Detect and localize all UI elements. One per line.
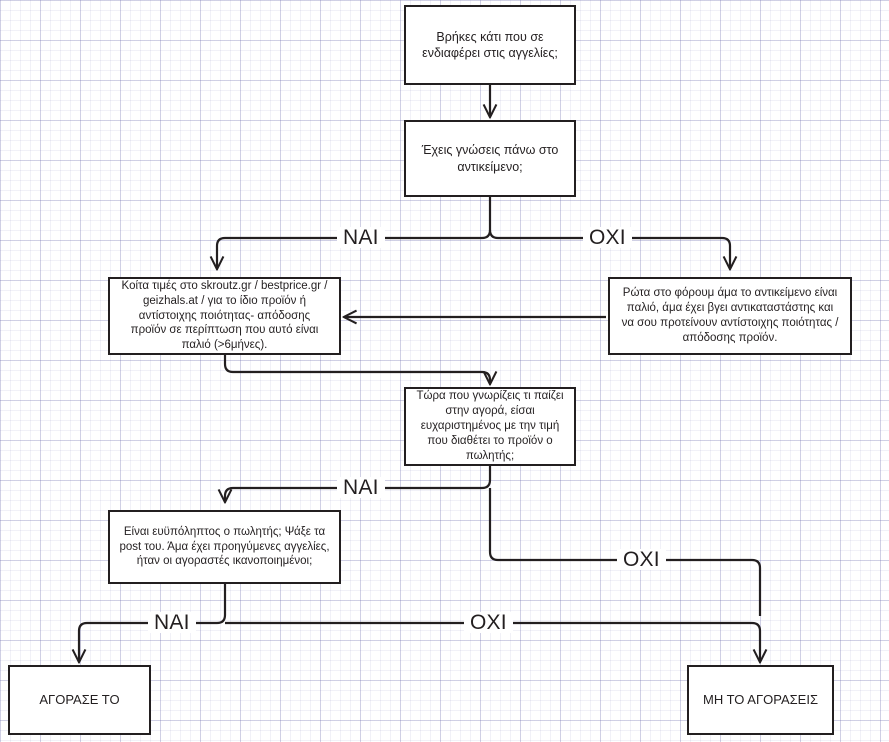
node-compare-prices[interactable]: Κοίτα τιμές στο skroutz.gr / bestprice.g…: [108, 277, 341, 355]
edge-seller-nai-left: [79, 621, 88, 661]
edge-label-knowledge-no: ΟΧΙ: [583, 227, 632, 248]
node-knowledge[interactable]: Έχεις γνώσεις πάνω στο αντικείμενο;: [404, 120, 576, 197]
node-price-satisfaction[interactable]: Τώρα που γνωρίζεις τι παίζει στην αγορά,…: [404, 387, 576, 466]
node-dontbuy-label: ΜΗ ΤΟ ΑΓΟΡΑΣΕΙΣ: [703, 691, 818, 707]
node-seller-reputation[interactable]: Είναι ευϋπόληπτος ο πωλητής; Ψάξε τα pos…: [108, 510, 341, 584]
edge-knowledge-nai-left: [217, 236, 226, 268]
edge-compare-to-price: [223, 355, 490, 383]
node-knowledge-label: Έχεις γνώσεις πάνω στο αντικείμενο;: [421, 143, 559, 174]
node-price-label: Τώρα που γνωρίζεις τι παίζει στην αγορά,…: [416, 390, 564, 462]
node-ask-forum[interactable]: Ρώτα στο φόρουμ άμα το αντικείμενο είναι…: [608, 277, 852, 355]
edge-label-seller-no: ΟΧΙ: [464, 612, 513, 633]
node-buy-label: ΑΓΟΡΑΣΕ ΤΟ: [39, 691, 120, 707]
edge-label-seller-yes: ΝΑΙ: [148, 612, 196, 633]
node-forum-label: Ρώτα στο φόρουμ άμα το αντικείμενο είναι…: [621, 287, 839, 344]
node-dont-buy-it[interactable]: ΜΗ ΤΟ ΑΓΟΡΑΣΕΙΣ: [687, 665, 834, 735]
edge-label-price-yes: ΝΑΙ: [337, 477, 385, 498]
node-seller-label: Είναι ευϋπόληπτος ο πωλητής; Ψάξε τα pos…: [119, 525, 330, 568]
edge-knowledge-oxi-down: [721, 236, 730, 268]
node-buy-it[interactable]: ΑΓΟΡΑΣΕ ΤΟ: [8, 665, 151, 735]
node-start[interactable]: Βρήκες κάτι που σε ενδιαφέρει στις αγγελ…: [404, 5, 576, 85]
node-start-label: Βρήκες κάτι που σε ενδιαφέρει στις αγγελ…: [422, 29, 558, 60]
edge-price-nai-left: [225, 486, 234, 501]
node-compare-label: Κοίτα τιμές στο skroutz.gr / bestprice.g…: [121, 279, 328, 352]
edge-label-knowledge-yes: ΝΑΙ: [337, 227, 385, 248]
edge-label-price-no: ΟΧΙ: [617, 549, 666, 570]
